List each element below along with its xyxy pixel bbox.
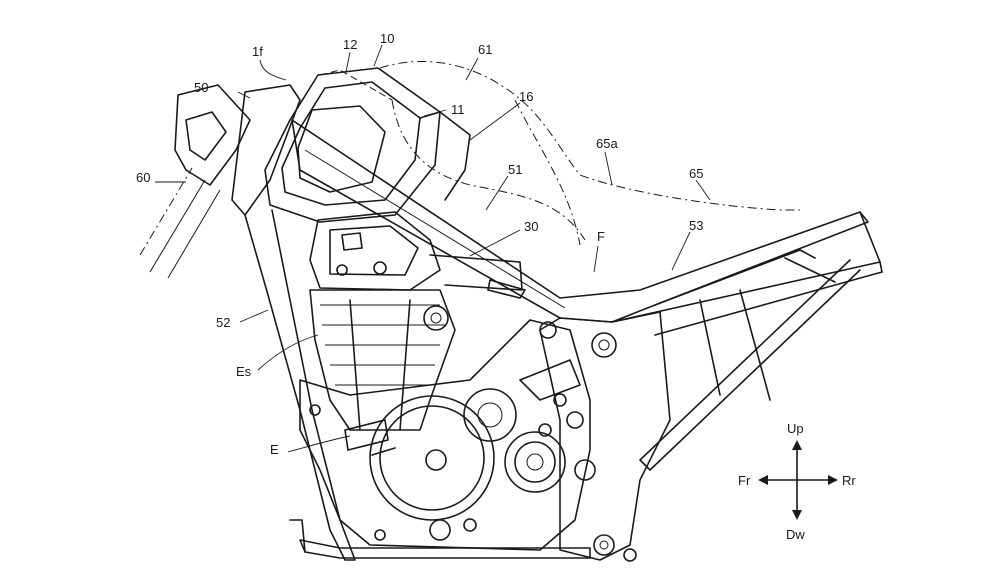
label-52: 52 <box>216 315 230 330</box>
compass-rear-label: Rr <box>842 473 856 488</box>
label-Es: Es <box>236 364 252 379</box>
arrow-down-icon <box>792 510 802 520</box>
label-65: 65 <box>689 166 703 181</box>
reference-labels: 1f 12 10 61 50 11 16 65a 60 51 65 30 F 5… <box>136 31 703 457</box>
crankcase <box>299 319 596 551</box>
throttle-body <box>309 211 526 299</box>
label-61: 61 <box>478 42 492 57</box>
leader-lines <box>155 44 711 453</box>
compass-up-label: Up <box>787 421 804 436</box>
label-10: 10 <box>380 31 394 46</box>
label-60: 60 <box>136 170 150 185</box>
label-16: 16 <box>519 89 533 104</box>
compass-down-label: Dw <box>786 527 805 542</box>
label-51: 51 <box>508 162 522 177</box>
air-cleaner <box>264 67 471 223</box>
engine-cylinder <box>309 289 456 431</box>
exhaust-pipe <box>289 519 591 559</box>
label-E: E <box>270 442 279 457</box>
label-65a: 65a <box>596 136 618 151</box>
label-30: 30 <box>524 219 538 234</box>
label-50: 50 <box>194 80 208 95</box>
arrow-right-icon <box>828 475 838 485</box>
label-1f: 1f <box>252 44 263 59</box>
label-12: 12 <box>343 37 357 52</box>
compass-front-label: Fr <box>738 473 751 488</box>
main-frame <box>231 84 883 562</box>
front-fork <box>139 84 251 279</box>
seat-outline <box>379 60 800 246</box>
arrow-up-icon <box>792 440 802 450</box>
direction-compass: Up Dw Fr Rr <box>738 421 856 542</box>
label-F: F <box>597 229 605 244</box>
label-53: 53 <box>689 218 703 233</box>
arrow-left-icon <box>758 475 768 485</box>
label-11: 11 <box>451 102 465 117</box>
